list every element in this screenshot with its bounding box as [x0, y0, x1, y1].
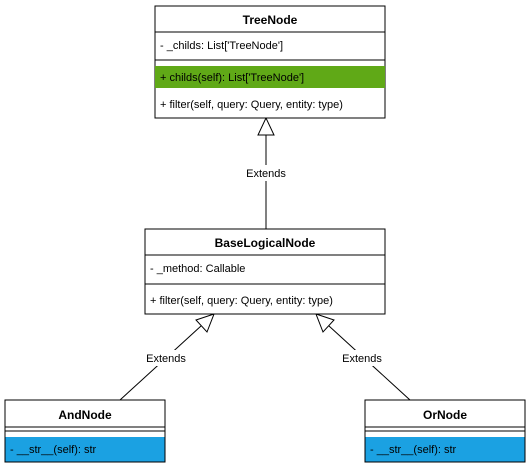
class-box: [144, 228, 386, 315]
class-method: + childs(self): List['TreeNode']: [160, 72, 304, 84]
class-tree-node[interactable]: TreeNode - _childs: List['TreeNode'] + c…: [154, 5, 386, 119]
edge-label-bg: [340, 350, 384, 366]
inheritance-arrowhead: [195, 313, 215, 333]
edge-label: Extends: [342, 353, 382, 365]
class-method: - __str__(self): str: [10, 444, 97, 456]
inheritance-arrowhead: [315, 313, 335, 333]
method-highlight: [5, 437, 165, 462]
class-and-node[interactable]: AndNode - __str__(self): str: [4, 399, 166, 463]
method-highlight: [365, 437, 525, 462]
class-attribute: - _childs: List['TreeNode']: [160, 40, 283, 52]
edge-label-bg: [244, 165, 288, 181]
class-method: - __str__(self): str: [370, 444, 457, 456]
edge-label-bg: [144, 350, 188, 366]
class-box: [154, 5, 386, 119]
class-base-logical-node[interactable]: BaseLogicalNode - _method: Callable + fi…: [144, 228, 386, 315]
edge-label: Extends: [246, 168, 286, 180]
method-highlight: [155, 66, 385, 88]
edge-and-extends-base[interactable]: Extends: [119, 313, 215, 401]
class-method: + filter(self, query: Query, entity: typ…: [160, 99, 343, 111]
edge-or-extends-base[interactable]: Extends: [315, 313, 411, 401]
inheritance-arrowhead: [257, 116, 275, 136]
class-name: AndNode: [58, 408, 112, 422]
class-method: + filter(self, query: Query, entity: typ…: [150, 295, 333, 307]
edge-base-extends-tree[interactable]: Extends: [244, 116, 288, 229]
class-name: TreeNode: [243, 13, 298, 27]
class-attribute: - _method: Callable: [150, 263, 245, 275]
class-or-node[interactable]: OrNode - __str__(self): str: [364, 399, 526, 463]
class-name: OrNode: [423, 408, 467, 422]
edge-label: Extends: [146, 353, 186, 365]
class-name: BaseLogicalNode: [215, 236, 316, 250]
